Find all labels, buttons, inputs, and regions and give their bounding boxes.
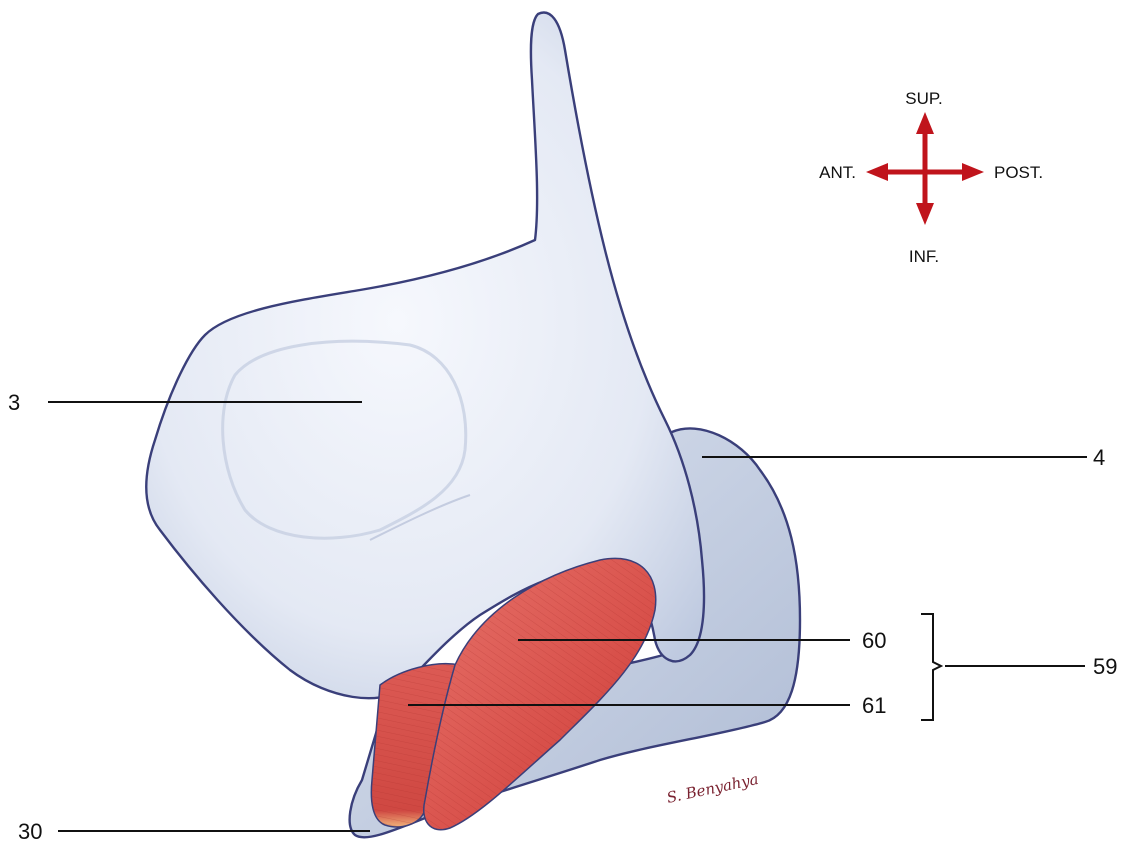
- arrow-up-icon: [916, 112, 934, 134]
- compass-superior: SUP.: [905, 89, 943, 108]
- label-30: 30: [18, 819, 42, 844]
- compass-inferior: INF.: [909, 247, 939, 266]
- label-4: 4: [1093, 445, 1105, 470]
- label-3: 3: [8, 390, 20, 415]
- compass-anterior: ANT.: [819, 163, 856, 182]
- arrow-down-icon: [916, 203, 934, 225]
- label-59: 59: [1093, 654, 1117, 679]
- artist-signature: S. Benyahya: [665, 770, 760, 807]
- label-60: 60: [862, 628, 886, 653]
- label-61: 61: [862, 693, 886, 718]
- arrow-left-icon: [866, 163, 888, 181]
- orientation-compass: SUP. ANT. POST. INF.: [819, 89, 1043, 266]
- bracket-59: [921, 614, 941, 720]
- compass-posterior: POST.: [994, 163, 1043, 182]
- arrow-right-icon: [962, 163, 984, 181]
